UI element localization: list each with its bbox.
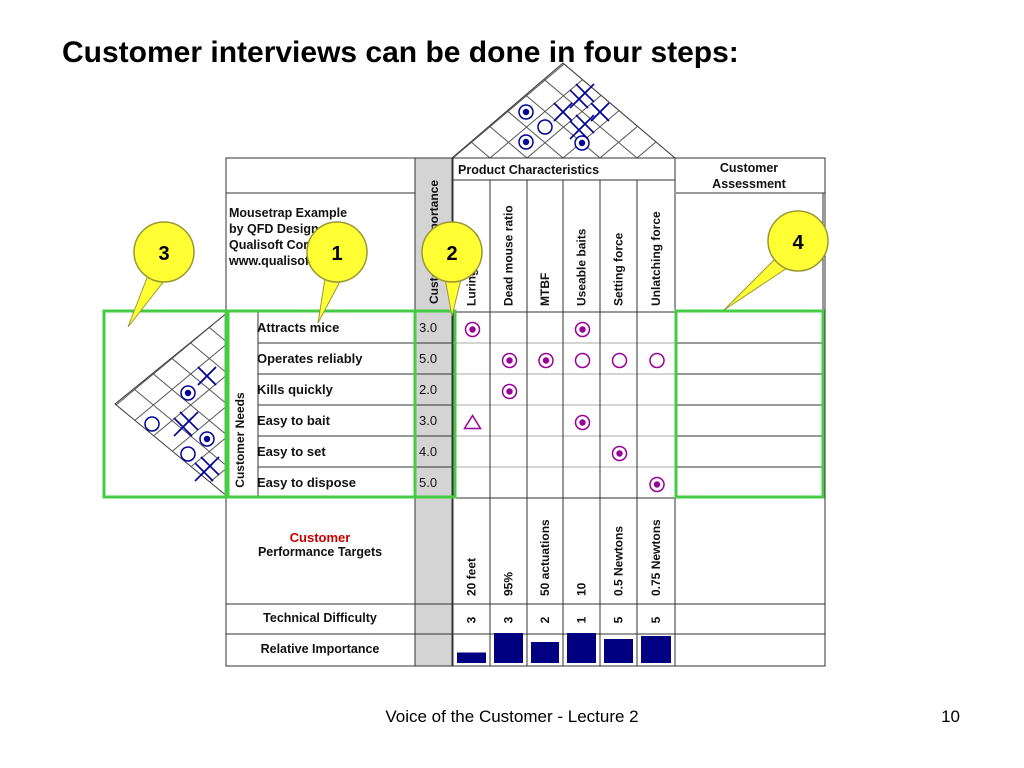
- characteristic-header: MTBF: [538, 273, 552, 306]
- product-characteristics-header: Product Characteristics: [458, 163, 599, 177]
- characteristic-header: Unlatching force: [649, 211, 663, 306]
- customer-need-label: Attracts mice: [257, 320, 339, 335]
- strong-positive-correlation-icon: [199, 431, 215, 447]
- negative-correlation-icon: [553, 102, 573, 122]
- performance-target-value: 10: [575, 582, 589, 596]
- technical-difficulty-value: 5: [612, 616, 626, 623]
- relative-importance-bar: [604, 639, 633, 663]
- highlight-box-needs-correlation: [102, 309, 228, 499]
- highlight-box-importance: [413, 309, 457, 499]
- callout-3-number: 3: [158, 243, 169, 265]
- intro-line-1: Mousetrap Example: [229, 206, 347, 220]
- intro-line-3: Qualisoft Corp.: [229, 238, 319, 252]
- strong-relationship-icon: [649, 476, 665, 493]
- customer-need-label: Kills quickly: [257, 382, 334, 397]
- strong-negative-correlation-icon: [569, 83, 595, 109]
- strong-relationship-icon: [501, 383, 518, 400]
- positive-correlation-icon: [537, 119, 553, 135]
- callout-4: 4: [723, 210, 829, 311]
- difficulty-label: Technical Difficulty: [263, 611, 377, 625]
- strong-relationship-icon: [501, 352, 518, 369]
- technical-difficulty-value: 3: [465, 616, 479, 623]
- customer-need-label: Easy to bait: [257, 413, 331, 428]
- relative-importance-bar: [641, 636, 671, 663]
- importance-value: 2.0: [419, 382, 437, 397]
- strong-positive-correlation-icon: [574, 135, 590, 151]
- performance-target-value: 0.75 Newtons: [649, 519, 663, 596]
- medium-relationship-icon: [649, 352, 665, 369]
- importance-value: 4.0: [419, 444, 437, 459]
- importance-value: 3.0: [419, 413, 437, 428]
- positive-correlation-icon: [144, 416, 160, 432]
- customer-assessment-header-1: Customer: [720, 161, 778, 175]
- callout-1-number: 1: [331, 243, 342, 265]
- relative-importance-bar: [567, 633, 596, 663]
- importance-value: 5.0: [419, 475, 437, 490]
- characteristic-header: Dead mouse ratio: [502, 205, 516, 306]
- strong-relationship-icon: [464, 321, 481, 338]
- strong-relationship-icon: [538, 352, 554, 369]
- relative-importance-bar: [531, 642, 559, 663]
- technical-difficulty-value: 2: [538, 616, 552, 623]
- callout-2-number: 2: [446, 243, 457, 265]
- intro-line-2: by QFD Designer: [229, 222, 331, 236]
- strong-relationship-icon: [574, 414, 591, 431]
- footer-text: Voice of the Customer - Lecture 2: [385, 707, 639, 726]
- performance-target-value: 50 actuations: [538, 519, 552, 596]
- relative-importance-bar: [494, 633, 523, 663]
- strong-positive-correlation-icon: [518, 104, 534, 120]
- customer-need-label: Operates reliably: [257, 351, 363, 366]
- targets-label-rest: Performance Targets: [258, 545, 382, 559]
- importance-value: 5.0: [419, 351, 437, 366]
- callout-2: 2: [421, 221, 483, 317]
- strong-negative-correlation-icon: [173, 411, 199, 437]
- customer-need-label: Easy to dispose: [257, 475, 356, 490]
- performance-target-value: 20 feet: [465, 558, 479, 596]
- callout-3: 3: [127, 221, 195, 328]
- strong-relationship-icon: [611, 445, 628, 462]
- highlight-box-customer-assessment: [674, 309, 825, 499]
- strong-positive-correlation-icon: [180, 385, 196, 401]
- technical-difficulty-value: 1: [575, 616, 589, 623]
- performance-target-value: 0.5 Newtons: [612, 526, 626, 596]
- characteristic-header: Setting force: [612, 232, 626, 306]
- negative-correlation-icon: [197, 366, 217, 386]
- targets-label-red: Customer: [290, 530, 351, 545]
- relative-importance-bar: [457, 652, 486, 663]
- highlight-box-customer-needs: [226, 309, 417, 499]
- performance-target-value: 95%: [502, 572, 516, 596]
- callout-4-number: 4: [792, 232, 804, 254]
- medium-relationship-icon: [574, 352, 591, 369]
- correlation-roof: [450, 62, 677, 159]
- strong-positive-correlation-icon: [518, 134, 534, 150]
- technical-difficulty-value: 3: [502, 616, 516, 623]
- slide-title: Customer interviews can be done in four …: [62, 36, 739, 69]
- importance-value: 3.0: [419, 320, 437, 335]
- callout-1: 1: [306, 221, 368, 324]
- page-number: 10: [941, 707, 960, 726]
- positive-correlation-icon: [180, 446, 196, 462]
- relative-importance-label: Relative Importance: [261, 642, 380, 656]
- strong-negative-correlation-icon: [194, 456, 220, 482]
- customer-assessment-header-2: Assessment: [712, 177, 786, 191]
- technical-difficulty-value: 5: [649, 616, 663, 623]
- strong-relationship-icon: [574, 321, 591, 338]
- strong-negative-correlation-icon: [569, 114, 595, 140]
- weak-relationship-icon: [463, 414, 482, 430]
- customer-need-label: Easy to set: [257, 444, 326, 459]
- medium-relationship-icon: [611, 352, 628, 369]
- characteristic-header: Useable baits: [575, 228, 589, 306]
- customer-needs-label: Customer Needs: [233, 392, 247, 488]
- negative-correlation-icon: [590, 102, 610, 122]
